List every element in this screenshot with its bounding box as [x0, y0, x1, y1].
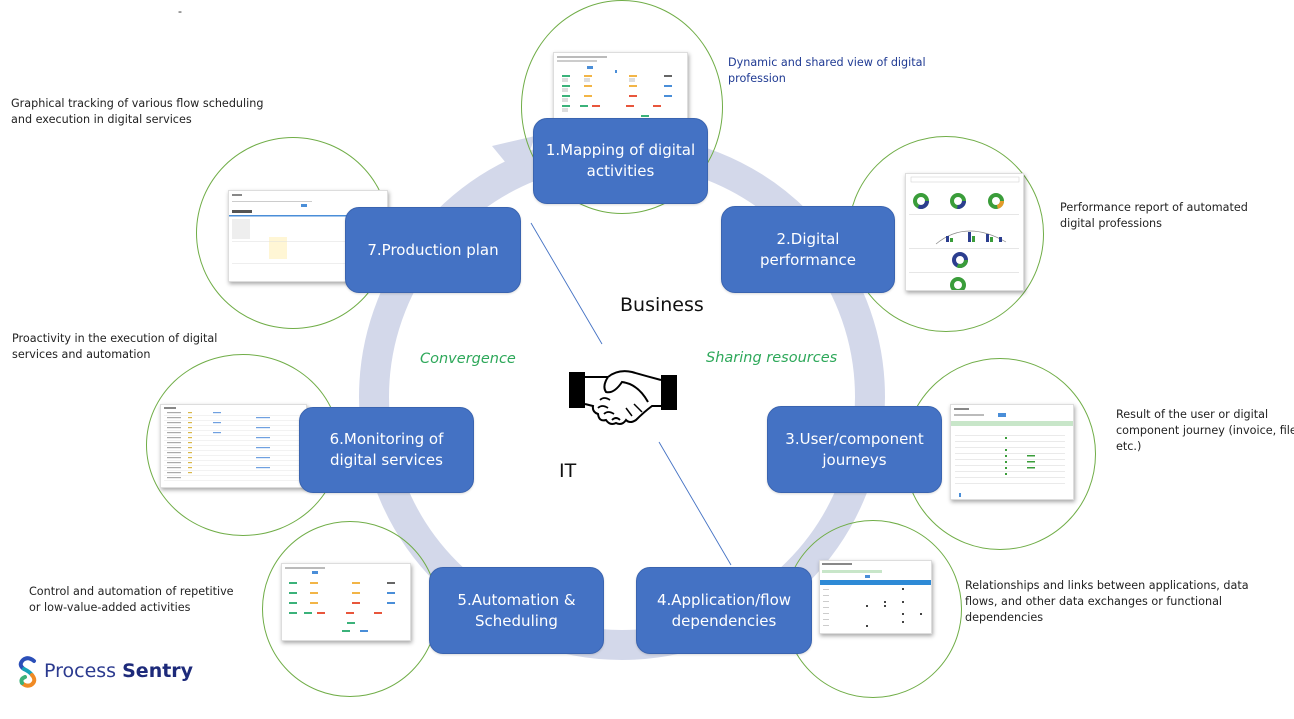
- process-sentry-logo-text: Process Sentry: [44, 660, 193, 682]
- step-6-description-line-2: services and automation: [12, 348, 151, 361]
- stray-dash: -: [178, 4, 182, 18]
- step-1-label-line-1: 1.Mapping of digital: [545, 141, 696, 159]
- step-2-digital-performance[interactable]: 2.Digital performance: [721, 206, 895, 293]
- step-5-label-line-2: Scheduling: [475, 611, 558, 630]
- step-4-description: Relationships and links between applicat…: [965, 578, 1249, 626]
- step-3-description-line-2: component journey (invoice, file: [1116, 424, 1294, 437]
- step-6-description: Proactivity in the execution of digital …: [12, 331, 217, 363]
- step-1-description: Dynamic and shared view of digital profe…: [728, 55, 926, 87]
- screenshot-automation: [281, 563, 411, 641]
- step-4-description-line-2: flows, and other data exchanges or funct…: [965, 595, 1223, 608]
- screenshot-monitoring: [160, 404, 307, 488]
- step-7-description-line-2: and execution in digital services: [11, 113, 192, 126]
- it-label: IT: [559, 460, 577, 482]
- sharing-resources-label: Sharing resources: [706, 350, 838, 366]
- step-1-description-line-2: profession: [728, 72, 786, 85]
- step-2-description-line-2: digital professions: [1060, 217, 1162, 230]
- step-7-label-line-1: 7.Production plan: [367, 240, 499, 259]
- step-2-label-line-1: 2.Digital: [776, 229, 840, 248]
- step-6-label-line-1: 6.Monitoring of: [329, 430, 444, 448]
- step-2-description-line-1: Performance report of automated: [1060, 201, 1248, 214]
- step-5-description: Control and automation of repetitive or …: [29, 584, 234, 616]
- step-3-description-line-1: Result of the user or digital: [1116, 408, 1269, 421]
- convergence-label: Convergence: [420, 351, 516, 367]
- step-5-automation-scheduling[interactable]: 5.Automation & Scheduling: [429, 567, 604, 654]
- step-2-label-line-2: performance: [759, 250, 857, 269]
- step-6-monitoring-of-digital-services[interactable]: 6.Monitoring of digital services: [299, 407, 474, 493]
- logo-word-sentry: Sentry: [122, 660, 194, 682]
- step-5-description-line-1: Control and automation of repetitive: [29, 585, 234, 598]
- step-1-mapping-of-digital-activities[interactable]: 1.Mapping of digital activities: [533, 118, 708, 204]
- step-4-application-flow-dependencies[interactable]: 4.Application/flow dependencies: [636, 567, 812, 654]
- ring-step-1: [521, 0, 723, 214]
- step-3-description: Result of the user or digital component …: [1116, 407, 1294, 455]
- connector-line-business: [530, 222, 603, 345]
- step-5-label-line-1: 5.Automation &: [457, 590, 576, 609]
- process-sentry-logo-icon: [18, 656, 37, 688]
- step-1-description-line-1: Dynamic and shared view of digital: [728, 56, 926, 69]
- cycle-arrow-head: [492, 136, 535, 180]
- logo-word-process: Process: [44, 660, 117, 682]
- step-3-user-component-journeys[interactable]: 3.User/component journeys: [767, 406, 942, 493]
- step-5-description-line-2: or low-value-added activities: [29, 601, 191, 614]
- step-6-label-line-2: digital services: [330, 451, 443, 469]
- step-3-label-line-1: 3.User/component: [785, 429, 924, 448]
- step-1-label-line-2: activities: [586, 162, 655, 180]
- step-3-label-line-2: journeys: [822, 450, 887, 469]
- step-7-production-plan[interactable]: 7.Production plan: [345, 207, 521, 293]
- screenshot-journeys: [950, 404, 1074, 500]
- step-6-description-line-1: Proactivity in the execution of digital: [12, 332, 218, 345]
- screenshot-dependencies: [819, 560, 932, 634]
- step-4-label-line-2: dependencies: [671, 611, 777, 630]
- step-4-label-line-1: 4.Application/flow: [656, 590, 792, 609]
- step-3-description-line-3: etc.): [1116, 440, 1142, 453]
- step-4-description-line-1: Relationships and links between applicat…: [965, 579, 1249, 592]
- step-4-description-line-3: dependencies: [965, 611, 1044, 624]
- handshake-icon: [569, 370, 677, 425]
- step-7-description: Graphical tracking of various flow sched…: [11, 96, 263, 128]
- connector-line-it: [658, 441, 732, 566]
- step-7-description-line-1: Graphical tracking of various flow sched…: [11, 97, 264, 110]
- screenshot-performance: [905, 173, 1024, 291]
- business-label: Business: [620, 294, 704, 316]
- step-2-description: Performance report of automated digital …: [1060, 200, 1248, 232]
